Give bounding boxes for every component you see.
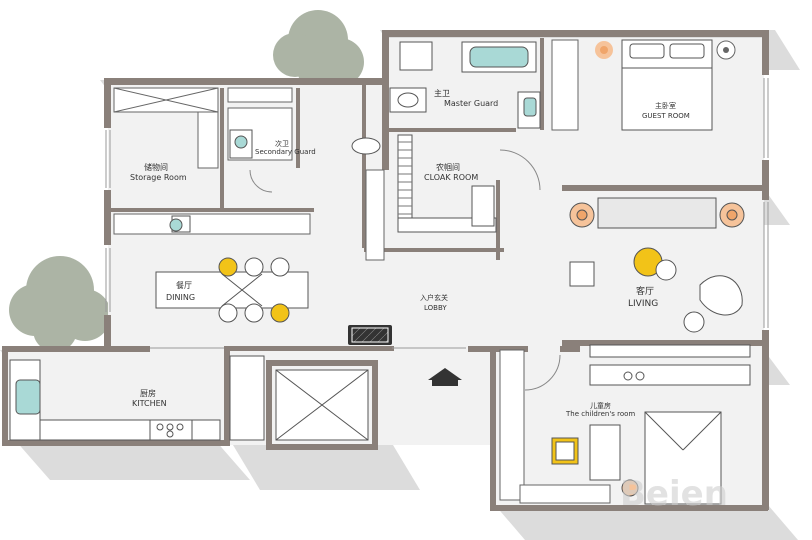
master-bed (621, 39, 713, 131)
lobby-rug (348, 325, 392, 345)
door-swings (249, 149, 561, 391)
label-dining-en: DINING (166, 293, 195, 302)
watermark: Beien (620, 474, 728, 514)
cloakroom-wardrobe (397, 134, 497, 233)
label-kitchen-cn: 厨房 (140, 388, 156, 398)
label-living-cn: 客厅 (636, 285, 654, 297)
label-kitchen-en: KITCHEN (132, 399, 167, 408)
label-cloakroom-en: CLOAK ROOM (424, 173, 478, 182)
label-dining-cn: 餐厅 (176, 281, 192, 290)
walls (2, 30, 769, 511)
living-furniture (569, 197, 751, 386)
label-secondary-bath-cn: 次卫 (275, 139, 289, 148)
label-master-bath-cn: 主卫 (434, 88, 450, 98)
lift-core (275, 369, 369, 441)
secondary-bath-fixtures (169, 129, 381, 233)
label-living-en: LIVING (628, 299, 658, 309)
label-childrens-room-en: The children's room (565, 410, 635, 418)
master-bath-fixtures (389, 41, 541, 129)
storage-cabinets (113, 39, 611, 504)
label-lobby-en: LOBBY (424, 304, 447, 312)
bedside-lamps (595, 40, 736, 60)
label-master-bath-en: Master Guard (444, 99, 498, 108)
dining-set (155, 257, 309, 323)
kitchen-counter (9, 355, 265, 441)
entrance-arrow-icon (428, 368, 462, 386)
label-cloakroom-cn: 农帼间 (436, 162, 460, 172)
windows (105, 78, 769, 349)
room-labels: 主卫 Master Guard 主卧室 GUEST ROOM 次卫 Second… (130, 88, 690, 418)
label-childrens-room-cn: 儿童房 (590, 401, 611, 410)
label-storage-cn: 储物间 (144, 162, 168, 172)
label-master-bedroom-en: GUEST ROOM (642, 112, 690, 120)
tree-left (9, 256, 111, 352)
label-storage-en: Storage Room (130, 173, 187, 182)
label-secondary-bath-en: Secondary Guard (255, 148, 316, 156)
label-lobby-cn: 入户玄关 (420, 293, 448, 302)
childrens-furniture (551, 411, 722, 505)
label-master-bedroom-cn: 主卧室 (655, 101, 676, 110)
